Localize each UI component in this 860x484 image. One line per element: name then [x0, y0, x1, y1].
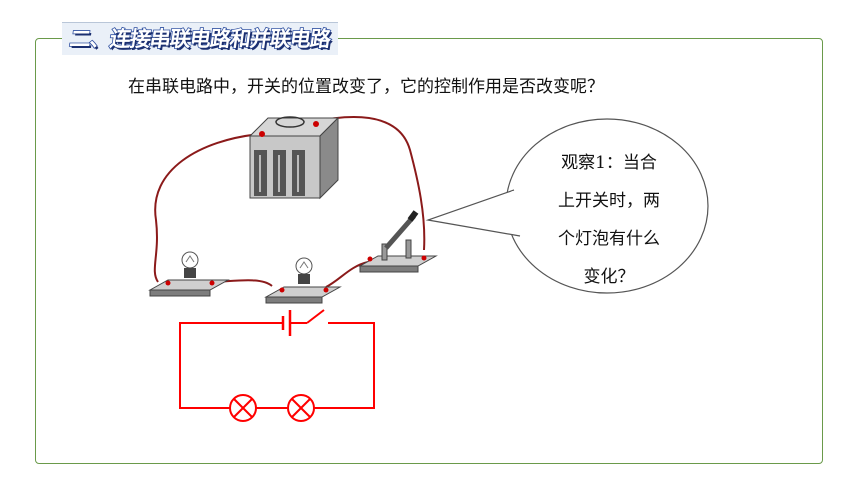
- switch-icon: [358, 210, 438, 273]
- wires: [153, 116, 426, 288]
- question-text: 在串联电路中，开关的位置改变了，它的控制作用是否改变呢？: [128, 77, 604, 97]
- callout-line: 个灯泡有什么: [558, 229, 660, 249]
- circuit-schematic: [179, 309, 375, 422]
- callout-line: 变化？: [583, 267, 635, 287]
- lamp-symbol-2: [287, 394, 315, 422]
- callout-line: 观察1：当合: [561, 153, 657, 173]
- section-title-tab: 二、连接串联电路和并联电路: [62, 22, 338, 55]
- lamp-symbol-1: [229, 394, 257, 422]
- battery-icon: [248, 116, 340, 200]
- bulb-2-icon: [264, 257, 342, 304]
- callout-text: 观察1：当合 上开关时，两 个灯泡有什么 变化？: [524, 144, 694, 296]
- speech-bubble: [425, 118, 709, 294]
- callout-line: 上开关时，两: [558, 191, 660, 211]
- bulb-1-icon: [148, 251, 230, 297]
- content-frame: [35, 38, 823, 464]
